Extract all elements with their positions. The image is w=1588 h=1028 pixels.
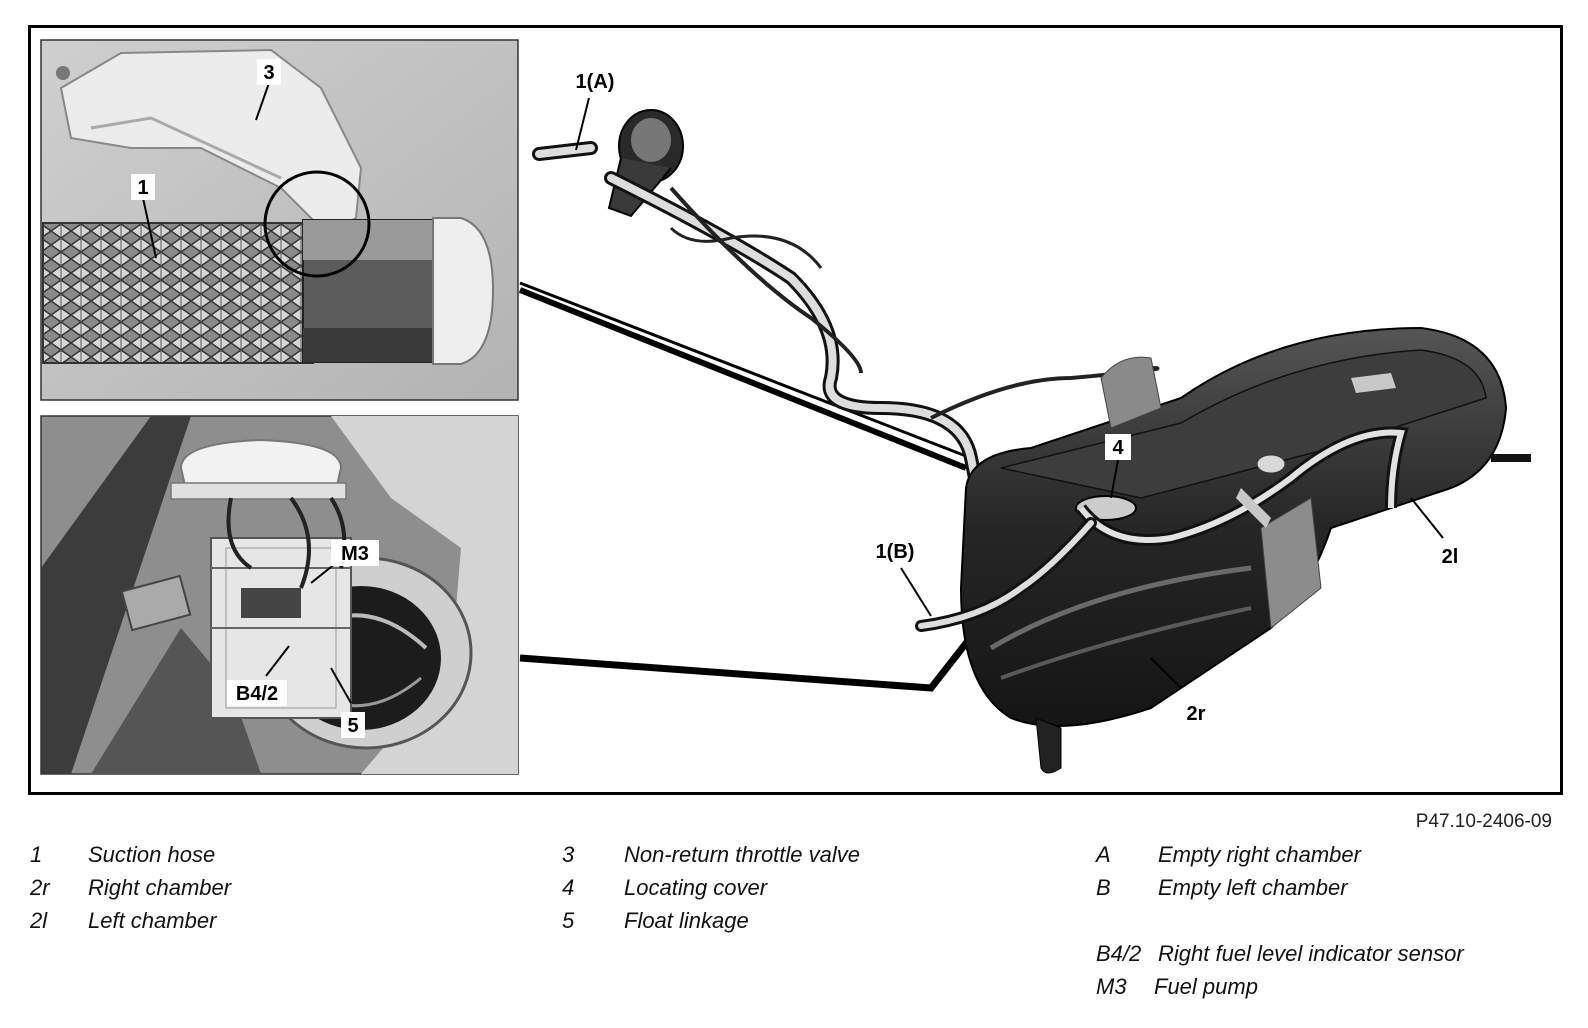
- callout-1B: 1(B): [876, 541, 915, 563]
- main-tank-illustration: 1(A) 1(B) 4 2l 2r: [532, 68, 1531, 774]
- legend-text: Fuel pump: [1154, 974, 1258, 999]
- detail-photo-hose-valve: 3 1: [40, 39, 519, 401]
- callout-3-top: 3: [263, 62, 274, 84]
- suction-hose-B: [918, 520, 1094, 629]
- filler-tube: [607, 174, 985, 512]
- callout-B4-2: B4/2: [236, 683, 278, 705]
- callout-1A: 1(A): [576, 71, 615, 93]
- pump-flange-cap: [179, 438, 343, 491]
- return-line: [1078, 429, 1405, 543]
- figure-reference: P47.10-2406-09: [1415, 811, 1552, 832]
- legend-key: 4: [562, 875, 575, 900]
- legend-text: Right fuel level indicator sensor: [1158, 941, 1464, 966]
- legend-key: M3: [1096, 974, 1127, 999]
- legend-key: B4/2: [1096, 941, 1142, 966]
- legend-text: Float linkage: [624, 908, 749, 933]
- legend-text: Right chamber: [88, 875, 232, 900]
- callout-1-top: 1: [137, 177, 148, 199]
- legend-key: B: [1096, 875, 1111, 900]
- legend-text: Empty right chamber: [1158, 842, 1361, 867]
- suction-hose-A: [535, 144, 595, 158]
- legend-key: 1: [30, 842, 43, 867]
- legend-text: Non-return throttle valve: [624, 842, 860, 867]
- diagram-frame: 3 1: [28, 25, 1563, 795]
- legend-text: Locating cover: [624, 875, 768, 900]
- detail-highlight-circle: [263, 170, 371, 278]
- legend-text: Suction hose: [88, 842, 216, 867]
- fuel-tank-illustration: 3 1: [40, 39, 1531, 775]
- legend-key: 5: [562, 908, 575, 933]
- callout-2r: 2r: [1187, 703, 1206, 725]
- callout-4: 4: [1112, 437, 1124, 459]
- detail-photo-fuel-pump: M3 B4/2 5: [40, 415, 519, 775]
- braided-hose: [42, 222, 314, 364]
- legend-text: Left chamber: [88, 908, 217, 933]
- legend-key: 2l: [30, 908, 48, 933]
- callout-5: 5: [347, 715, 358, 737]
- legend-key: 2r: [30, 875, 50, 900]
- legend-key: 3: [562, 842, 575, 867]
- legend-key: A: [1096, 842, 1111, 867]
- callout-2l: 2l: [1442, 546, 1459, 568]
- hose-end-cap: [432, 217, 495, 365]
- legend-text: Empty left chamber: [1158, 875, 1348, 900]
- callout-M3: M3: [341, 543, 369, 565]
